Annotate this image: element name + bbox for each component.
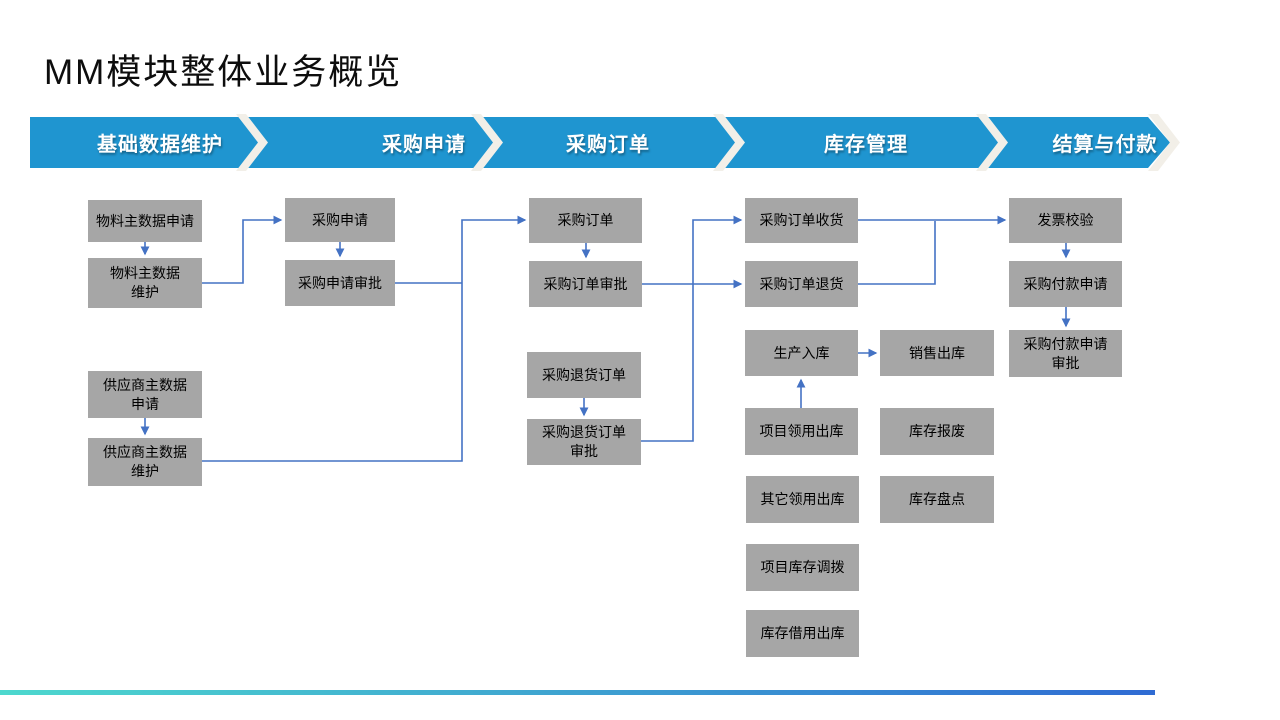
flow-box-purchase-return-order: 采购退货订单 bbox=[527, 352, 641, 398]
flow-box-invoice-verification: 发票校验 bbox=[1009, 198, 1122, 243]
flow-box-project-issue: 项目领用出库 bbox=[745, 408, 858, 455]
flow-box-inventory-scrap: 库存报废 bbox=[880, 408, 994, 455]
phase-basic-data-maintenance: 基础数据维护 bbox=[97, 134, 223, 156]
footer-accent-bar bbox=[0, 690, 1155, 695]
flow-box-purchase-order: 采购订单 bbox=[529, 198, 642, 243]
flow-box-material-master-maintain: 物料主数据 维护 bbox=[88, 258, 202, 308]
flow-box-payment-request: 采购付款申请 bbox=[1009, 261, 1122, 307]
phase-settlement-payment: 结算与付款 bbox=[1052, 134, 1158, 156]
flow-box-purchase-return-order-approval: 采购退货订单 审批 bbox=[527, 419, 641, 465]
flow-box-purchase-requisition-approval: 采购申请审批 bbox=[285, 260, 395, 306]
flow-box-other-issue: 其它领用出库 bbox=[746, 476, 859, 523]
flow-box-material-master-request: 物料主数据申请 bbox=[88, 200, 202, 242]
slide-title: MM模块整体业务概览 bbox=[44, 53, 403, 92]
flow-box-vendor-master-request: 供应商主数据 申请 bbox=[88, 371, 202, 418]
flow-box-payment-request-approval: 采购付款申请 审批 bbox=[1009, 330, 1122, 377]
flow-box-production-receipt: 生产入库 bbox=[745, 330, 858, 376]
flow-box-sales-issue: 销售出库 bbox=[880, 330, 994, 376]
flow-box-purchase-requisition: 采购申请 bbox=[285, 198, 395, 242]
flow-box-inventory-loan-issue: 库存借用出库 bbox=[746, 610, 859, 657]
flow-box-inventory-count: 库存盘点 bbox=[880, 476, 994, 523]
flow-box-purchase-order-approval: 采购订单审批 bbox=[529, 261, 642, 307]
phase-purchase-order: 采购订单 bbox=[566, 134, 650, 156]
flow-box-project-stock-transfer: 项目库存调拨 bbox=[746, 544, 859, 591]
process-banner bbox=[30, 117, 1170, 168]
flow-box-po-goods-receipt: 采购订单收货 bbox=[745, 198, 858, 243]
flow-box-vendor-master-maintain: 供应商主数据 维护 bbox=[88, 438, 202, 486]
phase-purchase-requisition: 采购申请 bbox=[382, 134, 466, 156]
flow-box-po-goods-return: 采购订单退货 bbox=[745, 261, 858, 307]
phase-inventory-management: 库存管理 bbox=[824, 134, 908, 156]
